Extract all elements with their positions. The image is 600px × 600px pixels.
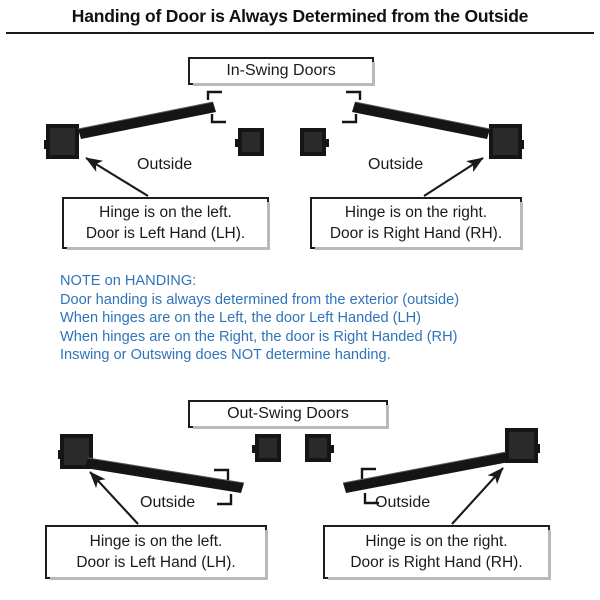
page-title: Handing of Door is Always Determined fro… bbox=[71, 6, 529, 26]
box-shadow-bottom bbox=[67, 247, 270, 250]
door-plan-in-swing-right bbox=[342, 90, 524, 197]
hinge-jamb-block-icon bbox=[489, 124, 524, 159]
box-shadow-right bbox=[265, 530, 268, 580]
note-line-2: When hinges are on the Left, the door Le… bbox=[60, 310, 422, 327]
box-shadow-bottom bbox=[193, 83, 375, 86]
outside-label-out-swing-right: Outside bbox=[375, 494, 431, 511]
door-leaf-icon bbox=[77, 101, 216, 139]
callout-out-swing-left: Hinge is on the left. Door is Left Hand … bbox=[45, 525, 268, 580]
note-line-4: Inswing or Outswing does NOT determine h… bbox=[60, 347, 391, 364]
callout-line-2: Door is Right Hand (RH). bbox=[350, 554, 523, 571]
jamb-block-icon bbox=[300, 128, 329, 156]
callout-line-2: Door is Right Hand (RH). bbox=[329, 225, 503, 242]
box-shadow-bottom bbox=[328, 577, 551, 580]
box-shadow-bottom bbox=[315, 247, 523, 250]
door-leaf-icon bbox=[85, 457, 245, 493]
note-line-1: Door handing is always determined from t… bbox=[60, 291, 460, 308]
pointer-arrow bbox=[423, 157, 484, 197]
section-header-out-swing: Out-Swing Doors bbox=[188, 400, 389, 429]
box-shadow-right bbox=[386, 405, 389, 429]
note-line-3: When hinges are on the Right, the door i… bbox=[60, 328, 458, 345]
pointer-arrow bbox=[89, 471, 139, 525]
callout-line-2: Door is Left Hand (LH). bbox=[76, 554, 236, 571]
callout-in-swing-right: Hinge is on the right. Door is Right Han… bbox=[310, 197, 523, 250]
outside-label-out-swing-left: Outside bbox=[140, 494, 196, 511]
center-jamb-blocks-out-swing bbox=[252, 434, 334, 462]
door-plan-out-swing-right bbox=[342, 428, 540, 525]
pointer-arrow bbox=[451, 467, 504, 525]
box-shadow-bottom bbox=[50, 577, 268, 580]
outside-label-in-swing-left: Outside bbox=[137, 156, 193, 173]
door-handle-icon bbox=[206, 90, 226, 124]
section-header-label: Out-Swing Doors bbox=[227, 405, 349, 422]
note-heading: NOTE on HANDING: bbox=[60, 273, 197, 289]
callout-line-1: Hinge is on the left. bbox=[89, 533, 223, 550]
door-plan-in-swing-left bbox=[44, 90, 226, 197]
callout-line-1: Hinge is on the left. bbox=[99, 204, 232, 221]
section-header-label: In-Swing Doors bbox=[226, 62, 336, 79]
outside-label-in-swing-right: Outside bbox=[368, 156, 424, 173]
hinge-jamb-block-icon bbox=[44, 124, 79, 159]
jamb-block-icon bbox=[252, 434, 281, 462]
title-divider bbox=[6, 32, 594, 34]
callout-line-2: Door is Left Hand (LH). bbox=[85, 225, 246, 242]
jamb-block-icon bbox=[305, 434, 334, 462]
door-handle-icon bbox=[342, 90, 362, 124]
door-handle-icon bbox=[214, 468, 233, 506]
callout-line-1: Hinge is on the right. bbox=[344, 204, 488, 221]
box-shadow-bottom bbox=[193, 426, 389, 429]
door-leaf-icon bbox=[342, 451, 509, 493]
box-shadow-right bbox=[520, 202, 523, 250]
hinge-jamb-block-icon bbox=[58, 434, 93, 469]
box-shadow-right bbox=[372, 62, 375, 86]
callout-out-swing-right: Hinge is on the right. Door is Right Han… bbox=[323, 525, 551, 580]
hinge-jamb-block-icon bbox=[505, 428, 540, 463]
handing-note: NOTE on HANDING: Door handing is always … bbox=[60, 272, 560, 365]
section-header-in-swing: In-Swing Doors bbox=[188, 57, 375, 86]
box-shadow-right bbox=[548, 530, 551, 580]
box-shadow-right bbox=[267, 202, 270, 250]
center-jamb-blocks-in-swing bbox=[235, 128, 329, 156]
door-leaf-icon bbox=[352, 101, 491, 139]
callout-line-1: Hinge is on the right. bbox=[365, 533, 508, 550]
jamb-block-icon bbox=[235, 128, 264, 156]
callout-in-swing-left: Hinge is on the left. Door is Left Hand … bbox=[62, 197, 270, 250]
